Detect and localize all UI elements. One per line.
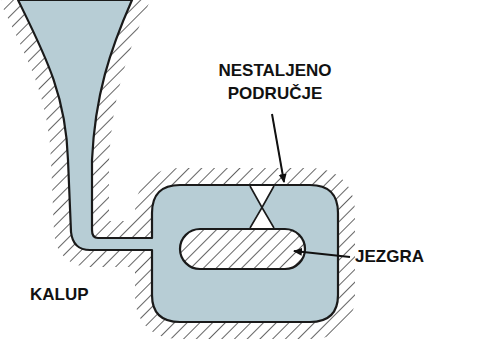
leader-line bbox=[272, 114, 284, 182]
mold-hatching bbox=[18, 0, 338, 322]
part-label: KALUP bbox=[30, 284, 89, 307]
metal-cavity bbox=[18, 0, 338, 322]
part-label: JEZGRA bbox=[355, 246, 424, 269]
core bbox=[180, 229, 305, 269]
leader-line bbox=[294, 251, 350, 257]
region-label: NESTALJENO PODRUČJE bbox=[205, 60, 345, 106]
unfilled-region bbox=[250, 186, 274, 228]
metal-front bbox=[250, 186, 274, 228]
